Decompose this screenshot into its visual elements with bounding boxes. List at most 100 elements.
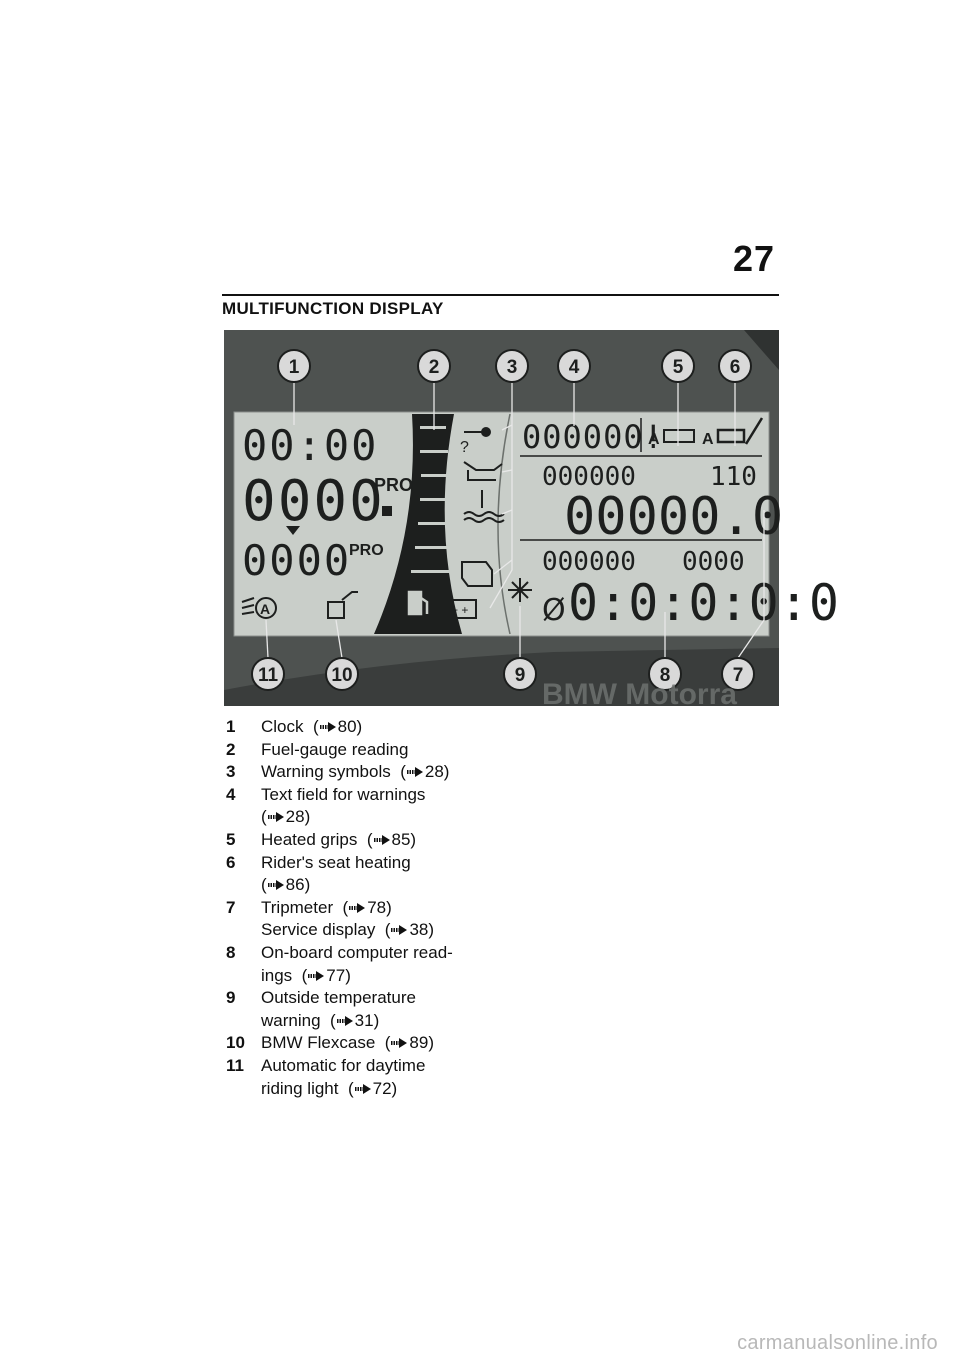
page-reference[interactable]: (28) <box>261 807 311 827</box>
fuel-pump-icon <box>407 590 429 616</box>
warning-symbols: ? − + <box>445 427 505 619</box>
reference-page: 28) <box>424 762 450 782</box>
legend-label: BMW Flexcase <box>261 1033 376 1053</box>
reference-arrow-icon <box>354 1083 371 1095</box>
legend-text: Automatic for daytime <box>261 1055 526 1078</box>
legend-label: Rider's seat heating <box>261 852 411 872</box>
reference-page: 28) <box>285 807 311 827</box>
rpm-readout: 0000 <box>242 536 351 585</box>
reference-page: 31) <box>354 1010 380 1030</box>
legend-text: riding light (72) <box>261 1078 526 1101</box>
legend-number: 6 <box>226 852 236 872</box>
legend-text: BMW Flexcase (89) <box>261 1032 526 1055</box>
legend-label: Automatic for daytime <box>261 1055 426 1075</box>
page-reference[interactable]: (80) <box>303 717 363 736</box>
legend-item: Service display (38) <box>226 919 526 942</box>
legend-label: Outside temperature <box>261 988 416 1008</box>
legend-item: (86) <box>226 874 526 897</box>
clock-readout: 00:00 <box>242 421 378 470</box>
speed-mode-label: PRO <box>374 475 413 495</box>
page-reference[interactable]: (89) <box>375 1033 434 1053</box>
legend-number: 8 <box>226 942 236 962</box>
legend-item: ings (77) <box>226 965 526 988</box>
legend-text: (86) <box>261 874 526 897</box>
reference-arrow-icon <box>391 924 408 936</box>
legend-label: ings <box>261 965 293 985</box>
reference-arrow-icon <box>336 1015 353 1027</box>
page-reference[interactable]: (78) <box>333 897 392 917</box>
lcd-panel <box>233 411 770 637</box>
reference-arrow-icon <box>373 834 390 846</box>
legend-text: Text field for warnings <box>261 784 526 807</box>
legend-item: riding light (72) <box>226 1078 526 1101</box>
legend-text: Service display (38) <box>261 919 526 942</box>
callout-2: 2 <box>429 357 440 378</box>
legend-item: 9 Outside temperature <box>226 987 526 1010</box>
top-right-small-readout: 110 <box>710 462 757 492</box>
legend-number: 3 <box>226 762 236 782</box>
legend-item: 6 Rider's seat heating <box>226 852 526 875</box>
brand-watermark: BMW Motorra <box>542 678 737 711</box>
obc-left-readout: 000000 <box>542 547 636 577</box>
reference-arrow-icon <box>319 721 336 733</box>
page-number: 27 <box>732 238 775 279</box>
legend-number: 1 <box>226 717 236 736</box>
callout-7: 7 <box>733 665 744 686</box>
footer-watermark: carmanualsonline.info <box>737 1332 938 1354</box>
callout-10: 10 <box>331 665 352 686</box>
page-reference[interactable]: (85) <box>357 829 417 849</box>
legend-number: 10 <box>226 1033 245 1053</box>
callout-5: 5 <box>673 357 684 378</box>
legend-item: 2 Fuel-gauge reading <box>226 739 526 762</box>
legend-number: 7 <box>226 897 236 917</box>
callout-11: 11 <box>258 665 279 686</box>
page-reference[interactable]: (72) <box>338 1078 398 1098</box>
callout-1: 1 <box>289 357 300 378</box>
section-rule <box>222 294 779 296</box>
callout-4: 4 <box>569 357 580 378</box>
page-reference[interactable]: (31) <box>320 1010 380 1030</box>
reference-page: 72) <box>372 1078 398 1098</box>
seat-heat-auto-label: A <box>702 431 714 448</box>
legend-label: warning <box>261 1010 321 1030</box>
legend-item: warning (31) <box>226 1010 526 1033</box>
multifunction-display-figure: 00:00 0000 PRO 0000 PRO 000000! 000000 1… <box>224 330 839 711</box>
reference-arrow-icon <box>267 811 284 823</box>
legend-label: Clock <box>261 717 304 736</box>
reference-arrow-icon <box>391 1037 408 1049</box>
battery-icon: − + <box>445 599 477 619</box>
tripmeter-readout: 00000.0 <box>564 487 783 547</box>
daytime-riding-light-icon <box>241 597 277 619</box>
legend-text: Clock (80) <box>261 716 526 739</box>
legend-text: Outside temperature <box>261 987 526 1010</box>
legend-label: riding light <box>261 1078 339 1098</box>
reference-arrow-icon <box>308 970 325 982</box>
page-reference[interactable]: (86) <box>261 875 311 895</box>
page-reference[interactable]: (77) <box>292 965 351 985</box>
page-reference[interactable]: (38) <box>375 920 435 940</box>
heated-grips-icon <box>663 429 695 443</box>
reference-arrow-icon <box>267 879 284 891</box>
obc-big-readout: 0:0:0:0:0 <box>568 574 839 632</box>
page-reference[interactable]: (28) <box>390 762 450 782</box>
snowflake-icon <box>508 578 532 602</box>
reference-page: 85) <box>391 829 417 849</box>
coolant-temperature-icon <box>463 490 505 523</box>
average-symbol: Ø <box>542 593 566 628</box>
legend-number: 9 <box>226 988 236 1008</box>
reference-page: 78) <box>367 897 392 917</box>
speed-readout: 0000 <box>242 469 385 534</box>
reference-arrow-icon <box>349 902 366 914</box>
legend-number: 2 <box>226 739 236 759</box>
odometer-top-readout: 000000 <box>542 462 636 492</box>
warning-question: ? <box>460 439 469 456</box>
legend-label: Text field for warnings <box>261 784 426 804</box>
section-title: MULTIFUNCTION DISPLAY <box>222 299 444 318</box>
oil-can-icon <box>463 461 503 481</box>
legend-text: Fuel-gauge reading <box>261 739 526 762</box>
callout-8: 8 <box>660 665 671 686</box>
